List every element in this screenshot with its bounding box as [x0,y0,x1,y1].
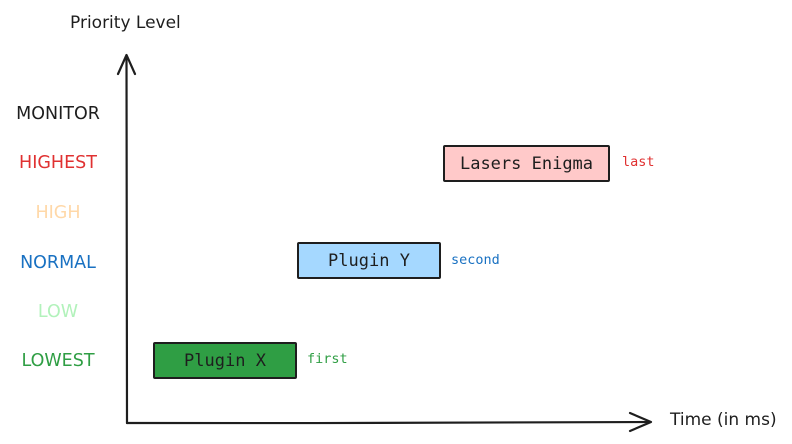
event-order-last: last [622,154,655,170]
x-axis-title: Time (in ms) [670,410,777,430]
level-label-low: LOW [37,302,79,322]
y-axis-line [125,54,129,425]
event-order-second: second [451,252,500,268]
x-axis-arrowhead [628,411,653,433]
level-label-lowest: LOWEST [21,351,95,371]
event-box-plugin-x: Plugin X [153,342,297,379]
event-order-first: first [307,351,348,367]
event-box-plugin-y: Plugin Y [297,242,441,279]
level-label-monitor: MONITOR [16,104,100,124]
level-label-normal: NORMAL [20,253,96,273]
level-label-highest: HIGHEST [19,153,97,173]
level-label-high: HIGH [35,203,81,223]
y-axis-arrowhead [116,53,137,76]
event-box-lasers-enigma: Lasers Enigma [443,145,610,182]
y-axis-title: Priority Level [70,13,181,33]
x-axis-line [125,420,652,425]
